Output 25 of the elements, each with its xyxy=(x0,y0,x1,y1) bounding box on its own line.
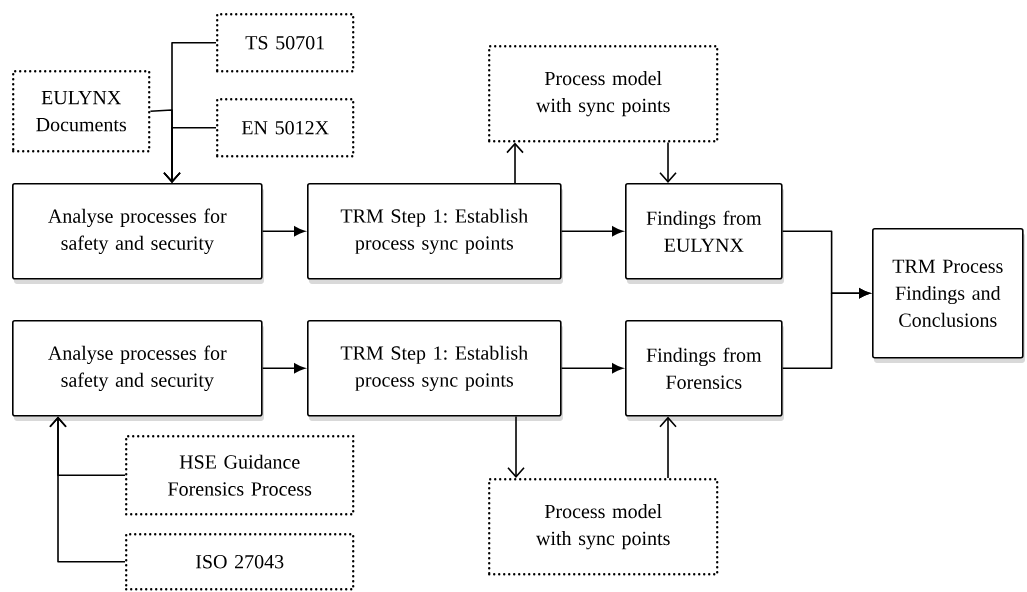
source-box: ISO 27043 xyxy=(125,533,355,591)
process-box: Findings from EULYNX xyxy=(625,183,784,284)
source-box: Process model with sync points xyxy=(488,478,719,576)
process-box: TRM Process Findings and Conclusions xyxy=(872,228,1025,363)
process-box: TRM Step 1: Establish process sync points xyxy=(307,183,563,284)
arrow xyxy=(163,126,217,183)
source-box: TS 50701 xyxy=(216,13,355,73)
arrow xyxy=(261,363,305,374)
arrow xyxy=(507,415,525,478)
arrow xyxy=(560,226,623,237)
arrow xyxy=(506,142,524,184)
arrow xyxy=(560,363,623,374)
source-box: EN 5012X xyxy=(216,98,355,158)
process-box: Findings from Forensics xyxy=(625,320,784,421)
arrow xyxy=(659,416,677,479)
arrow xyxy=(781,288,870,370)
process-box: Analyse processes for safety and security xyxy=(12,320,264,421)
source-box: HSE Guidance Forensics Process xyxy=(125,435,355,516)
arrow xyxy=(49,416,126,563)
process-box: TRM Step 1: Establish process sync points xyxy=(307,320,563,421)
arrow xyxy=(261,226,305,237)
process-box: Analyse processes for safety and security xyxy=(12,183,264,284)
source-box: EULYNX Documents xyxy=(12,70,151,153)
arrow xyxy=(659,141,677,183)
source-box: Process model with sync points xyxy=(488,45,719,143)
